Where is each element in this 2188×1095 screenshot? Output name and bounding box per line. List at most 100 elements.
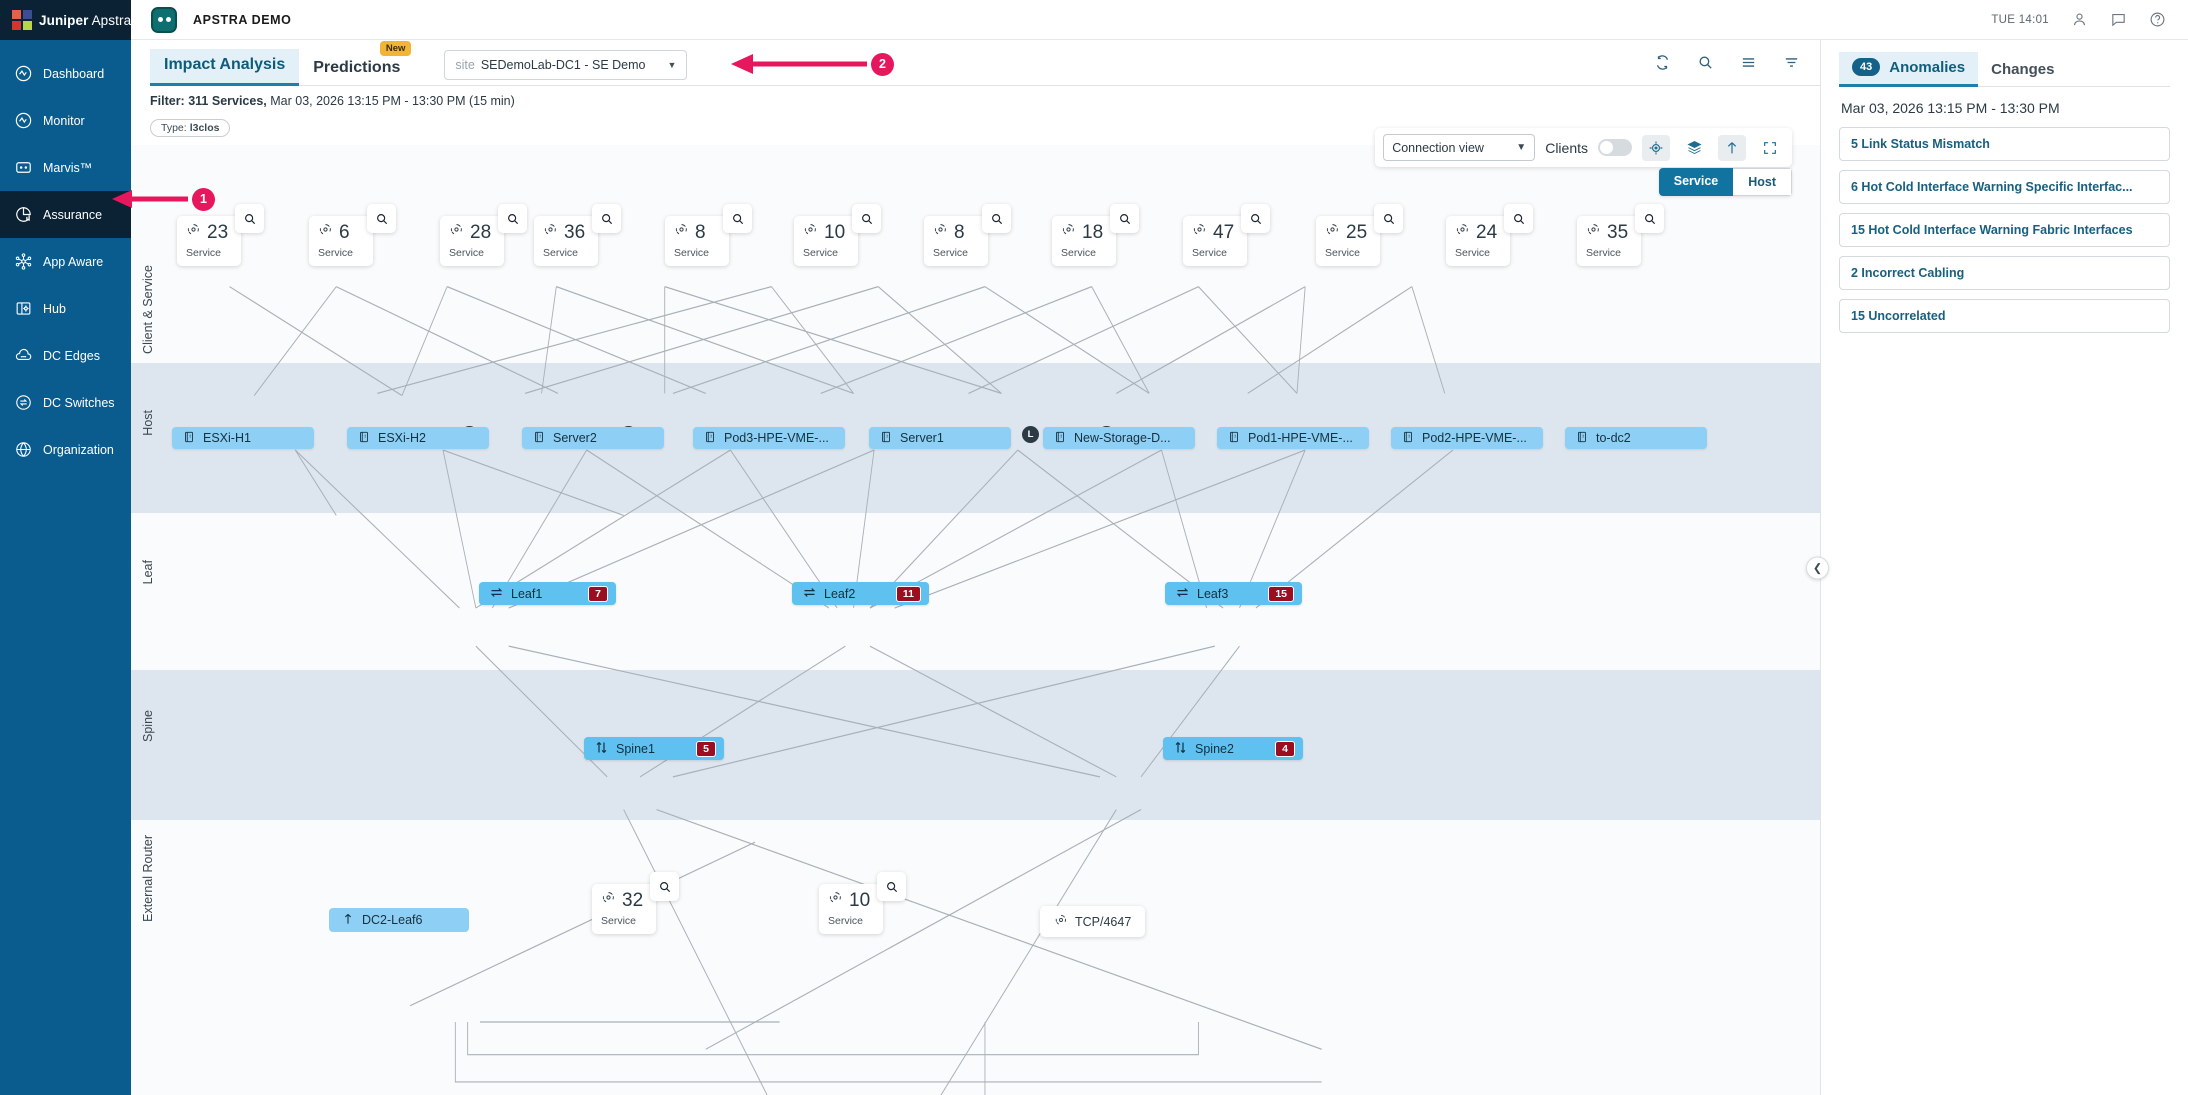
user-icon[interactable] [2071, 11, 2088, 28]
anomaly-item[interactable]: 15 Uncorrelated [1839, 299, 2170, 333]
service-node[interactable]: 8 Service [924, 204, 1011, 266]
toggle-service-button[interactable]: Service [1658, 168, 1734, 196]
sidebar-item-label: Assurance [43, 207, 103, 222]
anomaly-item[interactable]: 2 Incorrect Cabling [1839, 256, 2170, 290]
service-node[interactable]: 28 Service [440, 204, 527, 266]
sidebar-item-dashboard[interactable]: Dashboard [0, 50, 131, 97]
leaf-group-dot[interactable]: L [1022, 426, 1039, 443]
service-node[interactable]: 47 Service [1183, 204, 1270, 266]
search-icon[interactable] [367, 204, 396, 233]
spine-node[interactable]: Spine1 5 [584, 737, 724, 760]
view-controls: Connection view ▼ Clients [1375, 128, 1792, 167]
panel-collapse-button[interactable]: ❮ [1806, 556, 1829, 579]
service-label: Service [1455, 247, 1491, 259]
sidebar-item-assurance[interactable]: Assurance [0, 191, 131, 238]
search-icon[interactable] [723, 204, 752, 233]
server-icon [703, 430, 717, 447]
chat-icon[interactable] [2110, 11, 2127, 28]
sidebar-item-hub[interactable]: Hub [0, 285, 131, 332]
server-icon [532, 430, 546, 447]
service-node[interactable]: 18 Service [1052, 204, 1139, 266]
sidebar-item-dc-edges[interactable]: DC Edges [0, 332, 131, 379]
tab-anomalies[interactable]: 43 Anomalies [1839, 52, 1979, 87]
arrow-up-icon[interactable] [1718, 134, 1746, 161]
service-node[interactable]: 32 Service [592, 872, 679, 934]
type-chip[interactable]: Type:l3clos [150, 119, 231, 137]
search-icon[interactable] [1635, 204, 1664, 233]
host-node[interactable]: ESXi-H1 [172, 427, 314, 449]
search-icon[interactable] [235, 204, 264, 233]
site-select-dropdown[interactable]: site SEDemoLab-DC1 - SE Demo ▼ [444, 50, 688, 80]
search-icon[interactable] [650, 872, 679, 901]
tab-impact-analysis[interactable]: Impact Analysis [150, 49, 300, 86]
host-node[interactable]: New-Storage-D... [1043, 427, 1195, 449]
leaf-node[interactable]: Leaf1 7 [479, 582, 616, 605]
robot-icon [14, 158, 33, 177]
connection-view-select[interactable]: Connection view ▼ [1383, 134, 1536, 161]
service-node[interactable]: 25 Service [1316, 204, 1403, 266]
host-node[interactable]: ESXi-H2 [347, 427, 489, 449]
filter-icon[interactable] [1783, 54, 1800, 76]
brand-name-bold: Juniper [39, 12, 89, 28]
clock-label: TUE 14:01 [1991, 13, 2049, 26]
chevron-down-icon: ▼ [1516, 142, 1527, 153]
connection-view-value: Connection view [1392, 140, 1484, 155]
service-node[interactable]: 24 Service [1446, 204, 1533, 266]
tab-predictions[interactable]: Predictions [313, 59, 401, 76]
sidebar-item-monitor[interactable]: Monitor [0, 97, 131, 144]
brand-name-light: Apstra [91, 12, 132, 28]
tcp-service-node[interactable]: TCP/4647 [1040, 906, 1146, 937]
sidebar-item-marvis[interactable]: Marvis™ [0, 144, 131, 191]
spine-node[interactable]: Spine2 4 [1163, 737, 1303, 760]
refresh-icon[interactable] [1654, 54, 1671, 76]
host-node[interactable]: Pod3-HPE-VME-... [693, 427, 845, 449]
search-icon[interactable] [1697, 54, 1714, 76]
target-icon[interactable] [1642, 134, 1670, 161]
anomaly-item[interactable]: 15 Hot Cold Interface Warning Fabric Int… [1839, 213, 2170, 247]
search-icon[interactable] [877, 872, 906, 901]
service-node[interactable]: 6 Service [309, 204, 396, 266]
hub-icon [14, 299, 33, 318]
service-node[interactable]: 10 Service [819, 872, 906, 934]
search-icon[interactable] [1504, 204, 1533, 233]
brand-logo-area[interactable]: Juniper Apstra™ [0, 0, 138, 40]
search-icon[interactable] [498, 204, 527, 233]
service-icon [1061, 222, 1076, 242]
host-node[interactable]: Pod2-HPE-VME-... [1391, 427, 1543, 449]
topology-canvas[interactable]: Client & Service Host Leaf Spine Externa… [131, 145, 1820, 1095]
anomalies-date-range: Mar 03, 2026 13:15 PM - 13:30 PM [1841, 100, 2060, 116]
anomaly-badge: 4 [1275, 740, 1295, 757]
sidebar-item-organization[interactable]: Organization [0, 426, 131, 473]
host-node[interactable]: Server1 [869, 427, 1011, 449]
anomaly-item[interactable]: 6 Hot Cold Interface Warning Specific In… [1839, 170, 2170, 204]
search-icon[interactable] [1241, 204, 1270, 233]
search-icon[interactable] [982, 204, 1011, 233]
search-icon[interactable] [592, 204, 621, 233]
leaf-node[interactable]: Leaf2 11 [792, 582, 929, 605]
fullscreen-icon[interactable] [1756, 135, 1784, 161]
service-node[interactable]: 10 Service [794, 204, 881, 266]
leaf-node[interactable]: Leaf3 15 [1165, 582, 1302, 605]
service-node[interactable]: 8 Service [665, 204, 752, 266]
help-icon[interactable] [2149, 11, 2166, 28]
layers-icon[interactable] [1680, 135, 1708, 161]
service-node[interactable]: 35 Service [1577, 204, 1664, 266]
external-router-node[interactable]: DC2-Leaf6 [329, 908, 469, 932]
search-icon[interactable] [1110, 204, 1139, 233]
list-icon[interactable] [1740, 54, 1757, 76]
toggle-host-button[interactable]: Host [1733, 168, 1792, 196]
service-icon [449, 222, 464, 242]
host-node[interactable]: to-dc2 [1565, 427, 1707, 449]
service-label: Service [186, 247, 222, 259]
search-icon[interactable] [852, 204, 881, 233]
service-node[interactable]: 36 Service [534, 204, 621, 266]
host-node[interactable]: Pod1-HPE-VME-... [1217, 427, 1369, 449]
clients-toggle[interactable] [1598, 139, 1632, 156]
host-node[interactable]: Server2 [522, 427, 664, 449]
sidebar-item-dc-switches[interactable]: DC Switches [0, 379, 131, 426]
tab-changes[interactable]: Changes [1978, 55, 2067, 86]
anomaly-item[interactable]: 5 Link Status Mismatch [1839, 127, 2170, 161]
service-node[interactable]: 23 Service [177, 204, 264, 266]
sidebar-item-app-aware[interactable]: App Aware [0, 238, 131, 285]
search-icon[interactable] [1374, 204, 1403, 233]
